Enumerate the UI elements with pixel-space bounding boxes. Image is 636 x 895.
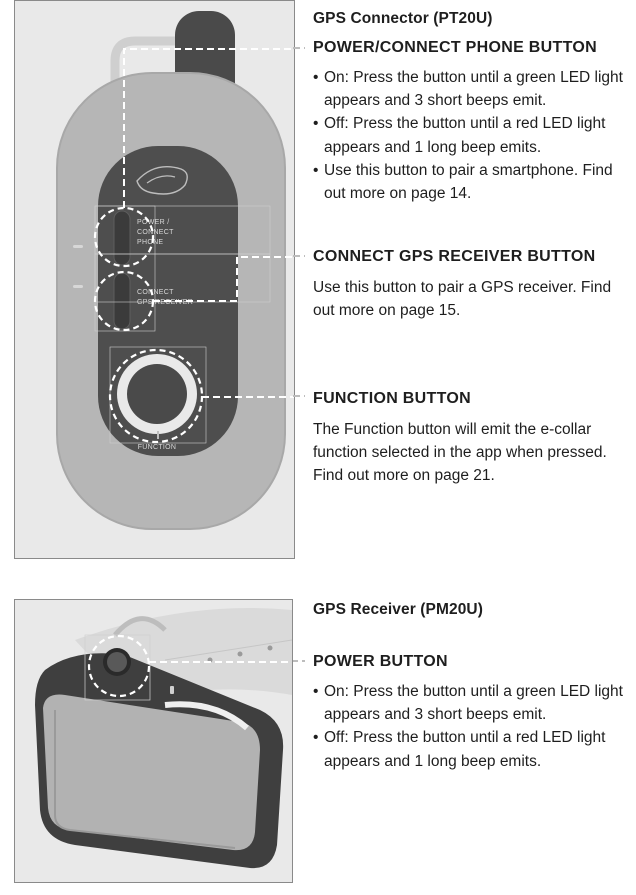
gps-connector-title: GPS Connector (PT20U) (313, 10, 493, 27)
sportdog-logo-icon (136, 166, 188, 195)
gps-connector-illustration: POWER / CONNECT PHONE CONNECT GPS RECEIV… (56, 11, 294, 530)
svg-text:CONNECT: CONNECT (137, 229, 174, 236)
svg-text:CONNECT: CONNECT (137, 289, 174, 296)
led-slot (73, 245, 83, 248)
power-connect-heading: POWER/CONNECT PHONE BUTTON (313, 39, 597, 56)
callout-circle (87, 634, 151, 698)
gps-connector-image: POWER / CONNECT PHONE CONNECT GPS RECEIV… (14, 0, 295, 559)
svg-text:PHONE: PHONE (137, 239, 163, 246)
receiver-power-bullets: On: Press the button until a green LED l… (313, 680, 633, 773)
svg-text:POWER /: POWER / (137, 219, 169, 226)
svg-text:GPS RECEIVER: GPS RECEIVER (137, 299, 193, 306)
power-connect-bullets: On: Press the button until a green LED l… (313, 66, 633, 205)
bullet-item: On: Press the button until a green LED l… (313, 66, 633, 112)
function-text: The Function button will emit the e-coll… (313, 421, 607, 485)
bullet-item: Use this button to pair a smartphone. Fi… (313, 159, 633, 205)
gps-receiver-illustration (35, 608, 292, 869)
bullet-item: On: Press the button until a green LED l… (313, 680, 633, 726)
connect-gps-text: Use this button to pair a GPS receiver. … (313, 279, 612, 320)
connect-gps-receiver-button[interactable] (113, 272, 131, 330)
function-heading: FUNCTION BUTTON (313, 390, 471, 407)
gps-receiver-image (14, 599, 293, 883)
connect-gps-heading: CONNECT GPS RECEIVER BUTTON (313, 248, 596, 265)
bullet-item: Off: Press the button until a red LED li… (313, 726, 633, 772)
function-button[interactable] (117, 354, 197, 439)
power-connect-label: POWER / CONNECT PHONE (137, 219, 174, 246)
power-connect-phone-button[interactable] (113, 210, 131, 266)
receiver-power-heading: POWER BUTTON (313, 653, 448, 670)
leader-lines (123, 48, 294, 398)
connect-gps-label: CONNECT GPS RECEIVER (137, 289, 193, 306)
receiver-power-button[interactable] (103, 648, 131, 676)
receiver-body (43, 694, 260, 851)
function-label: FUNCTION (138, 444, 177, 451)
gps-receiver-title: GPS Receiver (PM20U) (313, 601, 483, 618)
bullet-item: Off: Press the button until a red LED li… (313, 112, 633, 158)
led-slot (73, 285, 83, 288)
